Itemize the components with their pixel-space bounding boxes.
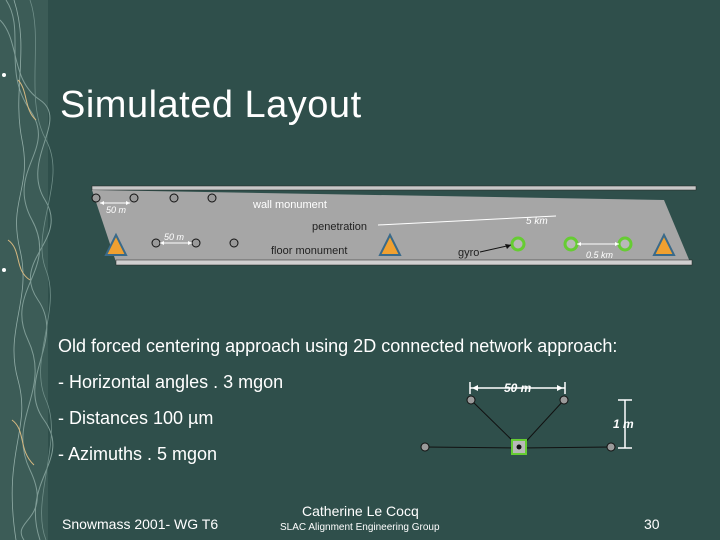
floor-monument-label: floor monument — [271, 245, 347, 257]
tunnel-top-wall — [91, 185, 697, 191]
network-station — [420, 442, 430, 452]
tunnel-bottom-wall — [115, 259, 693, 266]
penetration-label: penetration — [312, 221, 367, 233]
spacing-label-5km: 5 km — [526, 216, 548, 227]
penetration-triangle — [652, 232, 676, 256]
bullet-azimuths: - Azimuths . 5 mgon — [58, 444, 218, 464]
penetration-triangle — [104, 232, 128, 256]
slide-title: Simulated Layout — [60, 84, 362, 126]
penetration-line — [377, 215, 557, 226]
wall-monument-marker — [129, 193, 139, 203]
wall-monument-label: wall monument — [252, 199, 327, 211]
footer-author: Catherine Le Cocq — [302, 503, 419, 519]
width-label: 50 m — [504, 381, 532, 395]
spacing-label-50m-a: 50 m — [106, 205, 127, 215]
spacing-label-05km: 0.5 km — [586, 250, 614, 260]
penetration-triangle — [378, 232, 402, 256]
gyro-arrow — [479, 244, 512, 253]
wall-monument-marker — [207, 193, 217, 203]
bullet-horizontal-angles: - Horizontal angles . 3 mgon — [58, 372, 284, 392]
height-label: 1 m — [613, 417, 634, 431]
gyro-marker — [510, 236, 526, 252]
footer-group: SLAC Alignment Engineering Group — [280, 522, 440, 533]
approach-description: Old forced centering approach using 2D c… — [58, 336, 618, 356]
bullet-distances: - Distances 100 µm — [58, 408, 214, 428]
wall-monument-marker — [91, 193, 101, 203]
floor-monument-marker — [229, 238, 239, 248]
gyro-label: gyro — [458, 247, 479, 259]
footer-event: Snowmass 2001- WG T6 — [62, 516, 219, 532]
wall-monument-marker — [169, 193, 179, 203]
spacing-label-50m-b: 50 m — [164, 232, 185, 242]
page-number: 30 — [644, 516, 660, 532]
tunnel-floor — [92, 190, 690, 262]
network-station — [559, 395, 569, 405]
network-station — [606, 442, 616, 452]
network-station — [466, 395, 476, 405]
